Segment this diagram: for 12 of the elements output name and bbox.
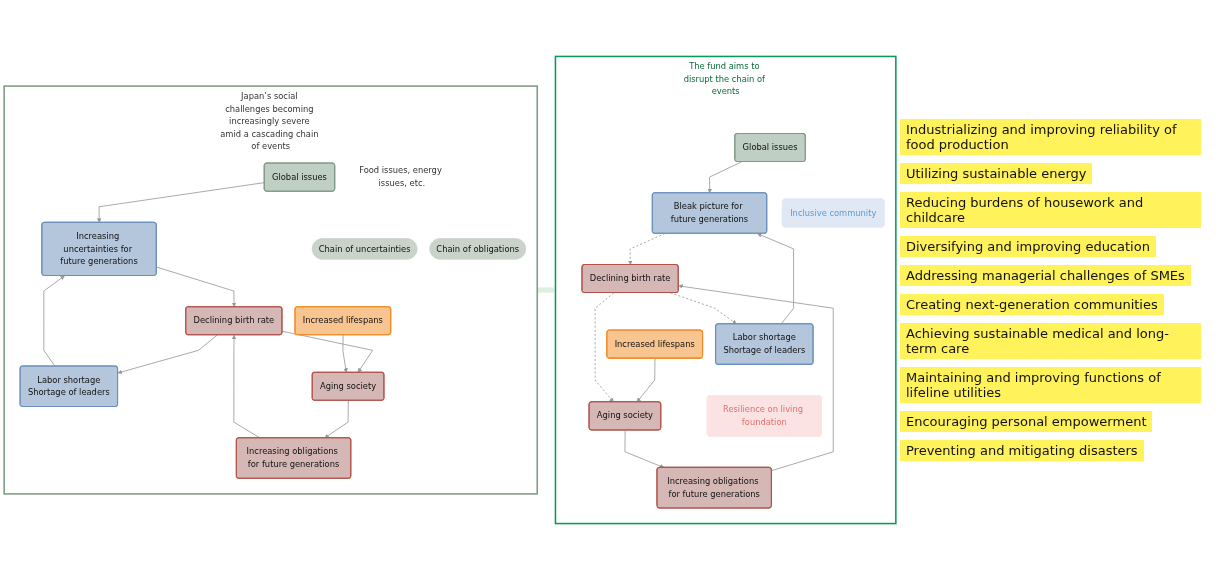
- arrow: [537, 287, 556, 293]
- highlighted-note: Maintaining and improving functions of lifeline utilities: [900, 367, 1201, 403]
- node-label: Food issues, energy issues, etc.: [359, 165, 442, 189]
- highlighted-note: Preventing and mitigating disasters: [900, 440, 1144, 461]
- highlighted-note: Diversifying and improving education: [900, 236, 1156, 257]
- highlighted-note: Utilizing sustainable energy: [900, 163, 1093, 184]
- highlighted-note: Addressing managerial challenges of SMEs: [900, 265, 1191, 286]
- highlighted-note: Encouraging personal empowerment: [900, 411, 1153, 432]
- highlighted-note: Achieving sustainable medical and long-term care: [900, 323, 1201, 359]
- highlighted-note: Industrializing and improving reliability of food production: [900, 119, 1201, 155]
- highlighted-note: Reducing burdens of housework and childcare: [900, 192, 1201, 228]
- highlighted-note: Creating next-generation communities: [900, 294, 1164, 315]
